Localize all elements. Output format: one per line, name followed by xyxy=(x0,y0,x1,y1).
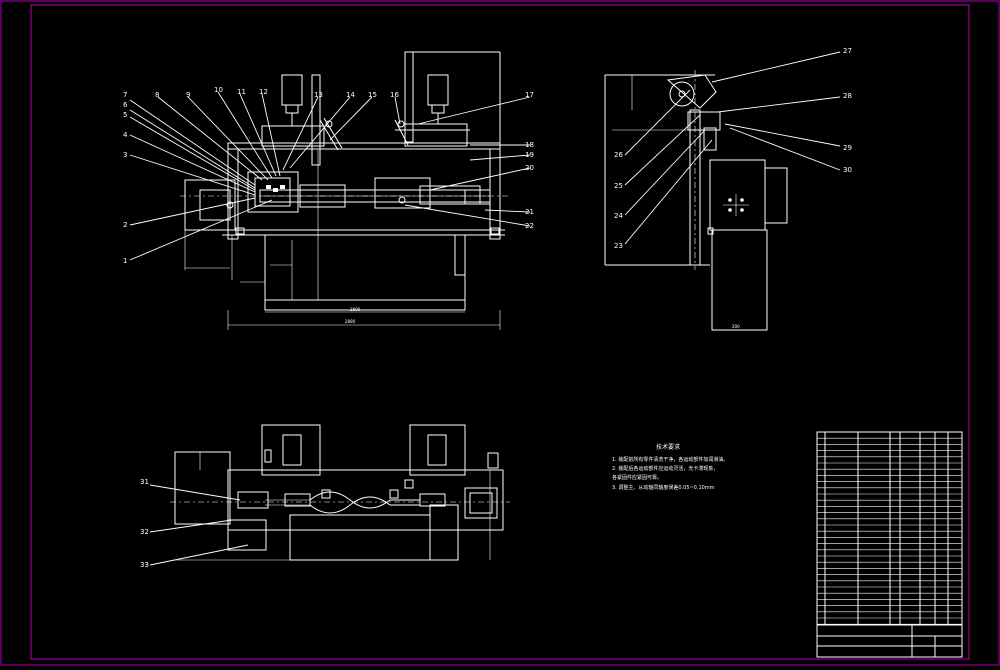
part-label: 19 xyxy=(525,151,534,159)
part-label: 11 xyxy=(237,88,246,96)
front-view: 2880 2800 xyxy=(180,51,510,330)
part-label: 13 xyxy=(314,91,323,99)
svg-text:2880: 2880 xyxy=(345,319,356,324)
part-label: 2 xyxy=(123,221,127,229)
part-label: 32 xyxy=(140,528,149,536)
top-view-labels: 31 32 33 xyxy=(140,478,249,569)
svg-text:200: 200 xyxy=(732,324,740,329)
part-label: 23 xyxy=(614,242,623,250)
front-view-labels: 7 8 9 10 11 12 13 14 15 16 17 6 5 4 3 2 … xyxy=(123,86,534,265)
part-label: 21 xyxy=(525,208,534,216)
part-label: 18 xyxy=(525,141,534,149)
part-label: 33 xyxy=(140,561,149,569)
part-label: 28 xyxy=(843,92,852,100)
part-label: 10 xyxy=(214,86,223,94)
part-label: 17 xyxy=(525,91,534,99)
part-label: 25 xyxy=(614,182,623,190)
part-label: 4 xyxy=(123,131,128,139)
part-label: 12 xyxy=(259,88,268,96)
notes-line: 各紧固件应紧固可靠。 xyxy=(612,474,662,481)
part-label: 9 xyxy=(186,91,190,99)
notes-line: 3. 调整主、从动轴同轴度误差0.05~0.10mm xyxy=(612,484,715,491)
part-label: 26 xyxy=(614,151,623,159)
part-label: 5 xyxy=(123,111,127,119)
part-label: 6 xyxy=(123,101,128,109)
parts-list-table xyxy=(816,431,963,658)
svg-text:2800: 2800 xyxy=(350,307,361,312)
part-label: 16 xyxy=(390,91,399,99)
side-view-labels: 27 28 29 30 26 25 24 23 xyxy=(614,47,852,250)
notes-line: 2. 装配后各运动部件应运动灵活，无卡滞现象， xyxy=(612,465,718,472)
part-label: 7 xyxy=(123,91,127,99)
part-label: 29 xyxy=(843,144,852,152)
part-label: 27 xyxy=(843,47,852,55)
part-label: 20 xyxy=(525,164,534,172)
part-label: 15 xyxy=(368,91,377,99)
part-label: 24 xyxy=(614,212,623,220)
part-label: 30 xyxy=(843,166,852,174)
part-label: 3 xyxy=(123,151,127,159)
technical-notes: 技术要求 1. 装配前所有零件清洗干净，各运动部件加润滑油。 2. 装配后各运动… xyxy=(612,443,728,491)
part-label: 31 xyxy=(140,478,149,486)
part-label: 14 xyxy=(346,91,355,99)
top-view xyxy=(170,424,510,561)
notes-line: 1. 装配前所有零件清洗干净，各运动部件加润滑油。 xyxy=(612,456,728,463)
side-view: 200 xyxy=(604,70,788,331)
drawing-frame xyxy=(30,4,970,660)
part-label: 8 xyxy=(155,91,159,99)
part-label: 22 xyxy=(525,222,534,230)
part-label: 1 xyxy=(123,257,127,265)
notes-title: 技术要求 xyxy=(656,443,680,451)
